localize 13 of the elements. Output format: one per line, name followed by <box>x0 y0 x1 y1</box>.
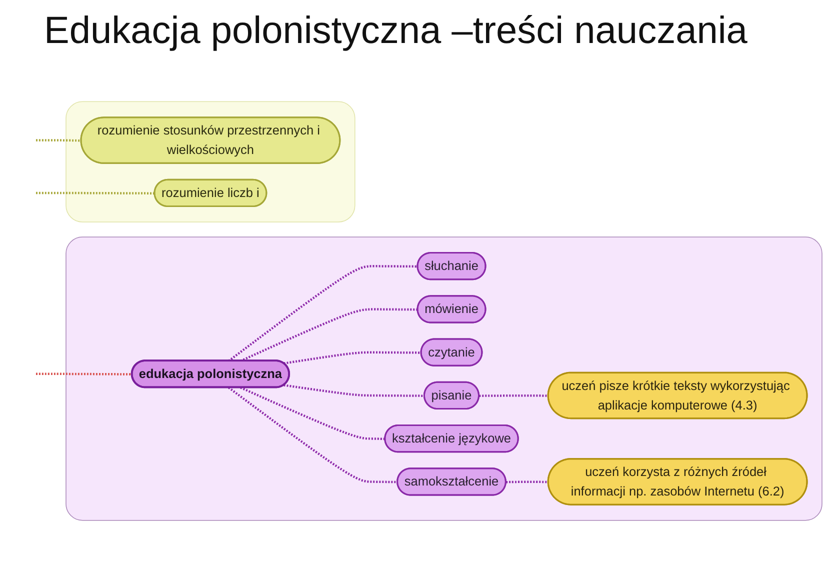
connector <box>479 394 548 397</box>
connector <box>228 265 418 362</box>
connector <box>36 139 82 142</box>
title: Edukacja polonistyczna –treści nauczania <box>44 10 748 53</box>
cluster <box>66 236 822 521</box>
cluster <box>66 101 356 222</box>
connector <box>284 351 422 364</box>
connector <box>36 372 132 376</box>
connector <box>240 386 386 440</box>
connector <box>284 384 425 397</box>
connector <box>506 480 548 484</box>
connector <box>240 308 418 362</box>
connector <box>228 386 398 484</box>
